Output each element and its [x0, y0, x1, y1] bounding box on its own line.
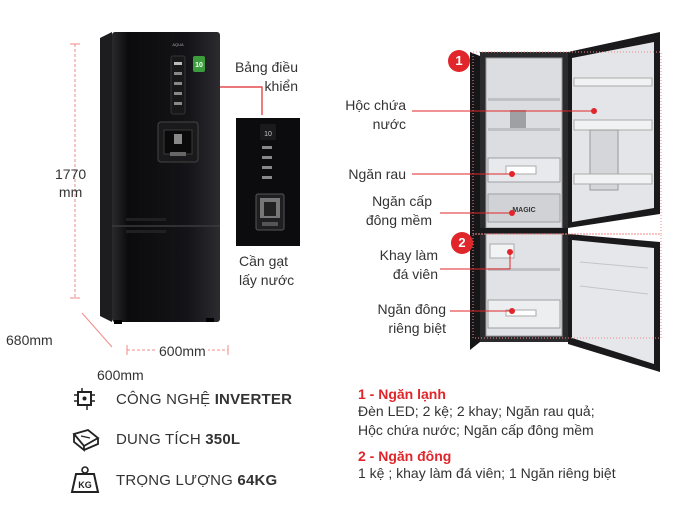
- callout-water-tank-line-2: nước: [372, 116, 406, 132]
- section-2-title: 2 - Ngăn đông: [358, 448, 452, 464]
- section-1-line-1: Đèn LED; 2 kệ; 2 khay; Ngăn rau quả;: [358, 403, 595, 419]
- callout-ice-tray-line-2: đá viên: [392, 266, 438, 282]
- inverter-chip-icon: [74, 388, 95, 410]
- spec-item-inverter: CÔNG NGHỆ INVERTER: [68, 384, 292, 414]
- height-unit: mm: [58, 184, 83, 200]
- section-descriptions: 1 - Ngăn lạnh Đèn LED; 2 kệ; 2 khay; Ngă…: [358, 386, 688, 483]
- fridge-interior-image: MAGIC: [470, 32, 660, 372]
- height-value: 1770: [55, 166, 87, 182]
- callout-ice-tray-line-1: Khay làm: [379, 247, 438, 263]
- spec-capacity-prefix: DUNG TÍCH: [116, 430, 206, 448]
- width-dimension: 600mm: [157, 343, 208, 359]
- callout-separate-line-1: Ngăn đông: [377, 301, 446, 317]
- section-2-line-1: 1 kệ ; khay làm đá viên; 1 Ngăn riêng bi…: [358, 465, 616, 481]
- section-1-line-2: Hộc chứa nước; Ngăn cấp đông mềm: [358, 422, 594, 438]
- callout-soft-freeze-line-2: đông mềm: [365, 212, 432, 228]
- spec-inverter-value: INVERTER: [214, 390, 293, 408]
- callout-water-tank-line-1: Hộc chứa: [345, 97, 406, 113]
- spec-weight-value: 64KG: [237, 471, 278, 489]
- callout-soft-freeze: Ngăn cấp đông mềm: [360, 192, 432, 230]
- control-panel-label: Bảng điều khiển: [234, 59, 298, 94]
- weight-icon-text: KG: [78, 480, 92, 490]
- callout-ice-tray: Khay làm đá viên: [366, 246, 438, 284]
- section-1-title: 1 - Ngăn lạnh: [358, 386, 446, 402]
- svg-text:MAGIC: MAGIC: [512, 207, 535, 214]
- height-dimension: 1770 mm: [55, 165, 86, 201]
- callout-veg-drawer: Ngăn rau: [348, 166, 406, 182]
- badge-fridge-compartment: 1: [448, 50, 470, 72]
- control-panel-closeup: 10: [236, 118, 300, 246]
- weight-kg-icon: KG: [70, 466, 100, 493]
- fridge-front-image: AQUA 10: [100, 32, 220, 324]
- svg-text:AQUA: AQUA: [172, 42, 184, 47]
- lever-label-line-2: lấy nước: [239, 272, 295, 288]
- svg-text:10: 10: [264, 131, 272, 138]
- width-dimension-secondary: 600mm: [97, 367, 144, 383]
- spec-capacity-value: 350L: [205, 430, 241, 448]
- spec-weight-prefix: TRỌNG LƯỢNG: [116, 471, 238, 489]
- callout-separate-freezer: Ngăn đông riêng biệt: [366, 300, 446, 338]
- svg-text:10: 10: [195, 62, 203, 69]
- spec-capacity-text: DUNG TÍCH 350L: [116, 431, 240, 448]
- spec-inverter-prefix: CÔNG NGHỆ: [116, 390, 215, 408]
- spec-item-capacity: DUNG TÍCH 350L: [68, 424, 292, 454]
- callout-water-tank: Hộc chứa nước: [340, 96, 406, 134]
- badge-freezer-compartment: 2: [451, 232, 473, 254]
- callout-separate-line-2: riêng biệt: [388, 320, 446, 336]
- lever-label-line-1: Cần gạt: [239, 253, 289, 269]
- spec-inverter-text: CÔNG NGHỆ INVERTER: [116, 391, 292, 408]
- lever-label: Cần gạt lấy nước: [239, 252, 294, 290]
- capacity-icon: [72, 429, 100, 452]
- spec-weight-text: TRỌNG LƯỢNG 64KG: [116, 472, 277, 489]
- spec-list: CÔNG NGHỆ INVERTER DUNG TÍCH 350L KG TRỌ…: [68, 384, 292, 496]
- depth-dimension: 680mm: [6, 332, 53, 348]
- callout-soft-freeze-line-1: Ngăn cấp: [372, 193, 432, 209]
- spec-item-weight: KG TRỌNG LƯỢNG 64KG: [68, 464, 292, 496]
